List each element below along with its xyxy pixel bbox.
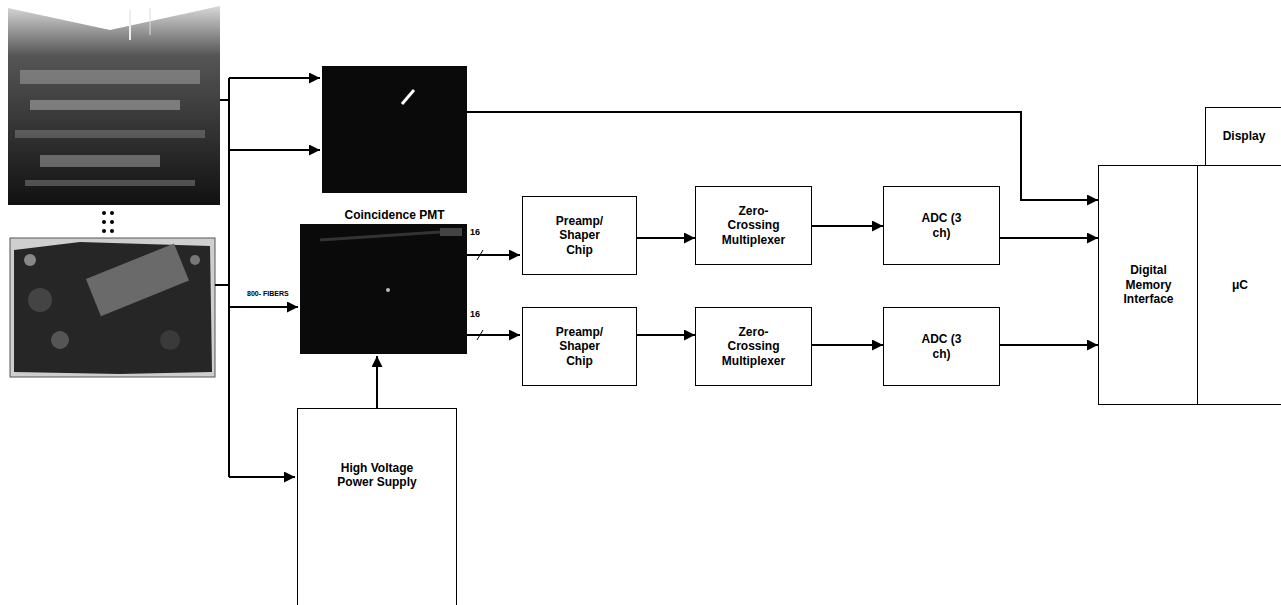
process-box: Zero- Crossing Multiplexer: [695, 307, 812, 386]
box-label: ADC (3 ch): [918, 332, 966, 361]
box-label: Preamp/ Shaper Chip: [549, 214, 611, 257]
process-box: ADC (3 ch): [883, 186, 1000, 265]
fiber-module-photo: [10, 238, 215, 377]
signal-arrow: [1000, 344, 1098, 346]
detector-photo: [8, 6, 220, 205]
multianode-pmt-photo: [300, 224, 467, 354]
box-label: High Voltage Power Supply: [327, 461, 427, 490]
pmt-block: Coincidence PMT: [322, 66, 467, 226]
process-box: Zero- Crossing Multiplexer: [695, 186, 812, 265]
fiber-label: 800- FIBERS: [246, 290, 290, 297]
channel-count: 16: [469, 310, 481, 319]
signal-arrow: [637, 334, 695, 336]
process-box: Preamp/ Shaper Chip: [522, 307, 637, 386]
box-label: ADC (3 ch): [918, 211, 966, 240]
channel-count: 16: [469, 228, 481, 237]
box-label: Digital Memory Interface: [1114, 263, 1184, 306]
box-label: Display: [1223, 129, 1266, 143]
process-box: Digital Memory Interface: [1098, 165, 1199, 405]
pmt-photo: [322, 66, 467, 193]
signal-arrow: [637, 237, 695, 239]
box-label: Zero- Crossing Multiplexer: [715, 325, 793, 368]
process-box: Display: [1205, 107, 1281, 166]
box-label: Preamp/ Shaper Chip: [549, 325, 611, 368]
box-label: Coincidence PMT: [344, 208, 444, 222]
process-box: High Voltage Power Supply: [297, 408, 457, 605]
box-label: Zero- Crossing Multiplexer: [715, 204, 793, 247]
box-label: μC: [1232, 278, 1248, 292]
signal-arrow: [812, 344, 883, 346]
process-box: Preamp/ Shaper Chip: [522, 196, 637, 275]
process-box: ADC (3 ch): [883, 307, 1000, 386]
process-box: μC: [1197, 165, 1281, 405]
continuation-dots: [102, 211, 114, 233]
signal-arrow: [1000, 237, 1098, 239]
signal-arrow: [812, 225, 883, 227]
